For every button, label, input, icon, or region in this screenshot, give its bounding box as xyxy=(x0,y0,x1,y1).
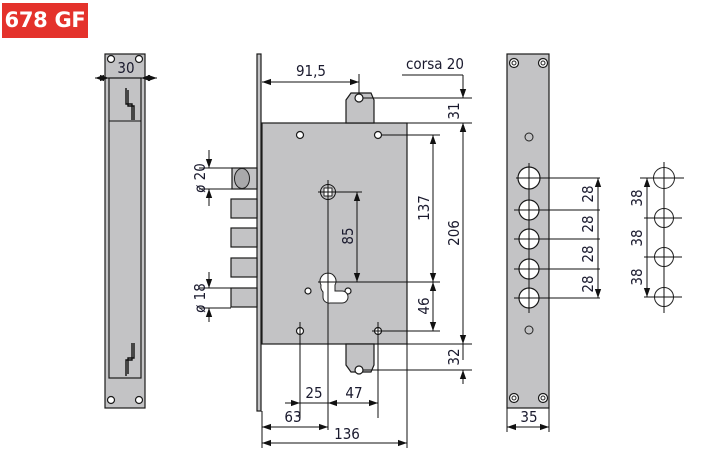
dim-bottom-offset: 32 xyxy=(445,348,463,365)
screw-hole-icon xyxy=(106,54,116,64)
dim-body-height: 206 xyxy=(445,220,463,246)
dim-keeper-spacing-3: 38 xyxy=(628,268,646,285)
dim-bolt-backset: 91,5 xyxy=(296,62,326,80)
dim-bolt-spacing-2: 28 xyxy=(579,215,597,232)
dim-faceplate-width: 35 xyxy=(520,408,537,426)
dim-bolt-spacing-4: 28 xyxy=(579,275,597,292)
dim-latch-diameter: ø 20 xyxy=(191,163,209,193)
tab-hole-icon xyxy=(354,93,364,103)
dim-cylinder-bottom: 46 xyxy=(415,297,433,314)
faceplate-view xyxy=(506,53,602,432)
keeper-layout-view xyxy=(640,162,684,313)
dim-bolt-spacing-3: 28 xyxy=(579,245,597,262)
screw-hole-icon xyxy=(373,130,383,140)
dim-cylinder-screw: 47 xyxy=(345,384,362,402)
dim-top-offset: 31 xyxy=(445,102,463,119)
dim-handle-cylinder: 85 xyxy=(339,227,357,244)
screw-hole-icon xyxy=(106,395,116,405)
dim-deadbolt-diameter: ø 18 xyxy=(191,283,209,313)
screw-hole-icon xyxy=(134,54,144,64)
dim-stroke: corsa 20 xyxy=(406,55,464,73)
lock-body-view xyxy=(199,53,472,448)
dim-strike-width: 30 xyxy=(117,59,134,77)
model-badge: 678 GF xyxy=(2,3,88,38)
dim-keeper-spacing-2: 38 xyxy=(628,229,646,246)
dim-bolt-spacing-1: 28 xyxy=(579,185,597,202)
dim-keeper-spacing-1: 38 xyxy=(628,189,646,206)
dim-hole-spacing: 137 xyxy=(415,195,433,221)
screw-hole-icon xyxy=(134,395,144,405)
dim-backset: 63 xyxy=(284,408,301,426)
screw-hole-icon xyxy=(295,130,305,140)
strike-plate-side-view xyxy=(95,53,157,409)
tab-hole-icon xyxy=(354,365,364,375)
cylinder-keyhole-icon xyxy=(319,272,349,304)
dim-body-width: 136 xyxy=(334,425,360,443)
dim-cylinder-offset: 25 xyxy=(305,384,322,402)
small-hole-icon xyxy=(304,287,312,295)
